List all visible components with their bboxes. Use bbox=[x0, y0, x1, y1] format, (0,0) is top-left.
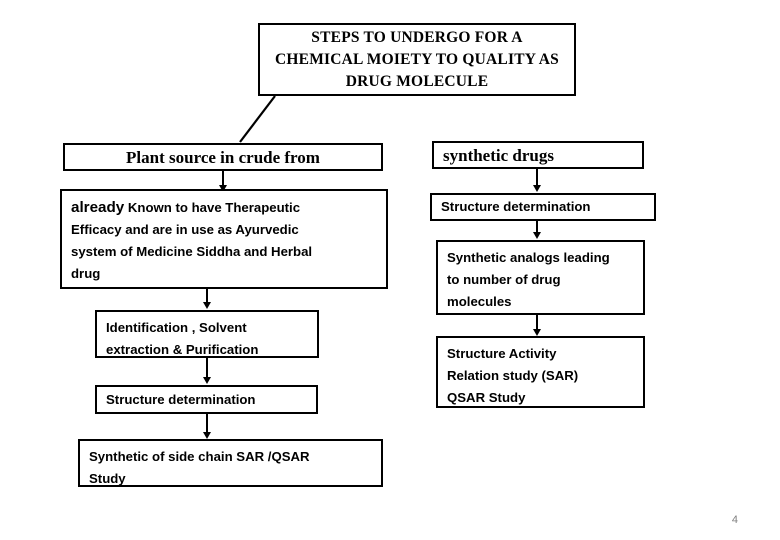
arrowhead-right-2 bbox=[532, 232, 541, 239]
arrowhead-left-4 bbox=[202, 432, 211, 439]
box-structure-determination-right-label: Structure determination bbox=[441, 199, 591, 214]
diagonal-connector-line bbox=[239, 95, 276, 143]
box-already-known: already Known to have Therapeutic Effica… bbox=[60, 189, 388, 289]
box-synthetic-drugs-label: synthetic drugs bbox=[443, 145, 554, 165]
connector-left-1 bbox=[222, 171, 224, 187]
arrowhead-right-3 bbox=[532, 329, 541, 336]
page-number: 4 bbox=[731, 514, 738, 526]
box-structure-determination-right: Structure determination bbox=[430, 193, 656, 221]
box-plant-source-label: Plant source in crude from bbox=[126, 147, 320, 167]
box-sar-qsar-study-label: Structure Activity Relation study (SAR) … bbox=[447, 346, 579, 405]
box-synthetic-side-chain: Synthetic of side chain SAR /QSAR Study bbox=[78, 439, 383, 487]
box-already-known-rest: Known to have Therapeutic Efficacy and a… bbox=[71, 200, 313, 281]
box-plant-source: Plant source in crude from bbox=[63, 143, 383, 171]
arrowhead-left-3 bbox=[202, 377, 211, 384]
box-synthetic-analogs: Synthetic analogs leading to number of d… bbox=[436, 240, 645, 315]
title-text: STEPS TO UNDERGO FOR A CHEMICAL MOIETY T… bbox=[275, 28, 559, 90]
connector-right-2 bbox=[536, 221, 538, 233]
box-synthetic-analogs-label: Synthetic analogs leading to number of d… bbox=[447, 250, 610, 309]
arrowhead-left-2 bbox=[202, 302, 211, 309]
box-sar-qsar-study: Structure Activity Relation study (SAR) … bbox=[436, 336, 645, 408]
box-structure-determination-left-label: Structure determination bbox=[106, 391, 256, 407]
box-already-known-lead: already bbox=[71, 199, 125, 216]
connector-left-3 bbox=[206, 358, 208, 378]
box-identification: Identification , Solvent extraction & Pu… bbox=[95, 310, 319, 358]
box-structure-determination-left: Structure determination bbox=[95, 385, 318, 414]
box-synthetic-drugs: synthetic drugs bbox=[432, 141, 644, 169]
connector-left-4 bbox=[206, 414, 208, 433]
connector-left-2 bbox=[206, 289, 208, 303]
arrowhead-left-1 bbox=[218, 185, 227, 192]
box-identification-label: Identification , Solvent extraction & Pu… bbox=[106, 320, 259, 357]
title-box: STEPS TO UNDERGO FOR A CHEMICAL MOIETY T… bbox=[258, 23, 576, 96]
arrowhead-right-1 bbox=[532, 185, 541, 192]
box-synthetic-side-chain-label: Synthetic of side chain SAR /QSAR Study bbox=[89, 449, 310, 486]
connector-right-3 bbox=[536, 315, 538, 330]
connector-right-1 bbox=[536, 169, 538, 186]
box-already-known-label: already Known to have Therapeutic Effica… bbox=[71, 197, 377, 285]
